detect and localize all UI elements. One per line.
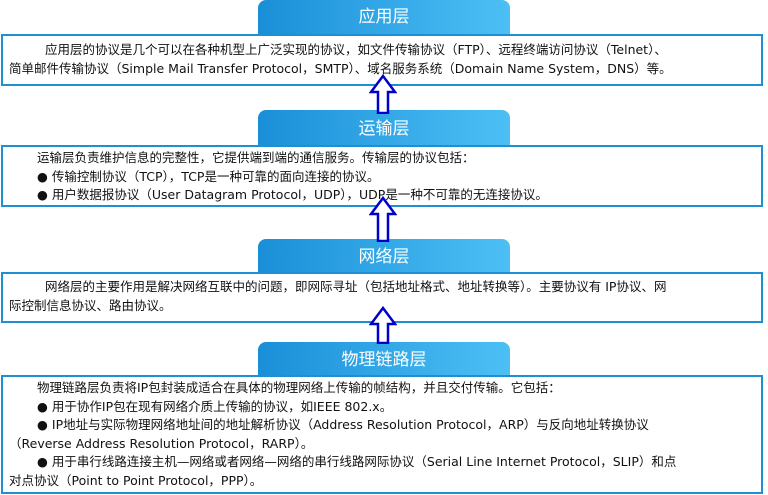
layer-tab-network: 网络层 (258, 239, 510, 273)
up-arrow-icon (369, 306, 397, 344)
up-arrow-icon (369, 74, 397, 114)
layer-tab-application: 应用层 (258, 0, 510, 35)
text-line: ● 传输控制协议（TCP），TCP是一种可靠的面向连接的协议。 (37, 168, 380, 184)
text-line: 简单邮件传输协议（Simple Mail Transfer Protocol，S… (9, 61, 672, 76)
text-line: 对点协议（Point to Point Protocol，PPP）。 (9, 472, 263, 488)
text-line: 物理链路层负责将IP包封装成适合在具体的物理网络上传输的帧结构，并且交付传输。它… (37, 380, 561, 395)
text-line: 运输层负责维护信息的完整性，它提供端到端的通信服务。传输层的协议包括： (37, 150, 475, 165)
layer-box-transport: 运输层负责维护信息的完整性，它提供端到端的通信服务。传输层的协议包括： ● 传输… (1, 145, 763, 207)
layer-tab-physical: 物理链路层 (258, 342, 510, 376)
up-arrow-icon (369, 196, 397, 242)
text-line: （Reverse Address Resolution Protocol，RAR… (9, 435, 314, 451)
text-line: ● 用户数据报协议（User Datagram Protocol，UDP），UD… (37, 187, 548, 202)
text-line: ● 用于串行线路连接主机—网络或者网络—网络的串行线路网际协议（Serial L… (37, 454, 677, 470)
text-line: 应用层的协议是几个可以在各种机型上广泛实现的协议，如文件传输协议（FTP）、远程… (45, 42, 667, 57)
text-line: 际控制信息协议、路由协议。 (9, 298, 172, 313)
text-line: ● 用于协作IP包在现有网络介质上传输的协议，如IEEE 802.x。 (37, 398, 393, 414)
layer-box-physical: 物理链路层负责将IP包封装成适合在具体的物理网络上传输的帧结构，并且交付传输。它… (1, 375, 763, 494)
layer-tab-transport: 运输层 (258, 110, 510, 146)
text-line: 网络层的主要作用是解决网络互联中的问题，即网际寻址（包括地址格式、地址转换等）。… (45, 279, 667, 294)
text-line: ● IP地址与实际物理网络地址间的地址解析协议（Address Resoluti… (37, 417, 649, 433)
